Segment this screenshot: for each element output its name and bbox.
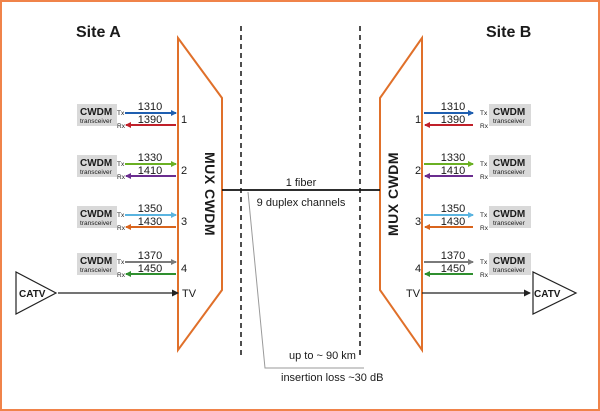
- transceiver-subtitle: transceiver: [80, 267, 113, 274]
- rx-wavelength: 1430: [441, 216, 465, 228]
- tx-label: Tx: [117, 212, 125, 219]
- tx-wavelength: 1310: [138, 101, 162, 113]
- tx-wavelength: 1370: [138, 250, 162, 262]
- tx-label: Tx: [480, 110, 488, 117]
- transceiver-title: CWDM: [80, 209, 112, 220]
- rx-label: Rx: [117, 225, 126, 232]
- tx-wavelength: 1330: [441, 152, 465, 164]
- tx-label: Tx: [480, 259, 488, 266]
- tx-wavelength: 1330: [138, 152, 162, 164]
- transceiver-box: [489, 206, 531, 228]
- transceiver-subtitle: transceiver: [80, 169, 113, 176]
- transceiver-box: [77, 253, 117, 275]
- transceiver-title: CWDM: [80, 158, 112, 169]
- fiber-channels-label: 9 duplex channels: [257, 197, 346, 209]
- rx-wavelength: 1390: [138, 114, 162, 126]
- tx-label: Tx: [117, 161, 125, 168]
- rx-label: Rx: [117, 174, 126, 181]
- catv-b-triangle: [532, 271, 578, 315]
- transceiver-title: CWDM: [80, 107, 112, 118]
- tx-wavelength: 1350: [138, 203, 162, 215]
- tx-label: Tx: [480, 161, 488, 168]
- tv-port-b: TV: [406, 288, 421, 300]
- mux-b: [379, 34, 423, 354]
- tx-wavelength: 1350: [441, 203, 465, 215]
- catv-b-label: CATV: [534, 289, 561, 300]
- rx-label: Rx: [480, 174, 489, 181]
- site-b-label: Site B: [486, 24, 531, 41]
- transceiver-box: [489, 253, 531, 275]
- transceiver-box: [77, 206, 117, 228]
- rx-label: Rx: [117, 272, 126, 279]
- port-number: 3: [181, 216, 187, 228]
- port-number: 3: [415, 216, 421, 228]
- port-number: 4: [181, 263, 187, 275]
- tx-wavelength: 1310: [441, 101, 465, 113]
- transceiver-title: CWDM: [493, 158, 525, 169]
- mux-a: [177, 34, 223, 354]
- mux-a-label: MUX CWDM: [202, 152, 218, 236]
- port-number: 4: [415, 263, 421, 275]
- site-b-channels: 113101390TxRxCWDMtransceiver213301410TxR…: [415, 101, 531, 279]
- tv-port-a: TV: [182, 288, 197, 300]
- transceiver-subtitle: transceiver: [80, 220, 113, 227]
- rx-wavelength: 1390: [441, 114, 465, 126]
- site-a-label: Site A: [76, 24, 121, 41]
- rx-label: Rx: [480, 225, 489, 232]
- distance-callout-line: [247, 191, 364, 369]
- transceiver-subtitle: transceiver: [493, 220, 526, 227]
- catv-a-label: CATV: [19, 289, 46, 300]
- rx-wavelength: 1410: [138, 165, 162, 177]
- transceiver-title: CWDM: [493, 107, 525, 118]
- port-number: 1: [181, 114, 187, 126]
- rx-wavelength: 1450: [138, 263, 162, 275]
- transceiver-box: [489, 155, 531, 177]
- tx-label: Tx: [117, 259, 125, 266]
- transceiver-title: CWDM: [80, 256, 112, 267]
- tx-label: Tx: [480, 212, 488, 219]
- transceiver-box: [489, 104, 531, 126]
- mux-b-label: MUX CWDM: [385, 152, 401, 236]
- rx-wavelength: 1430: [138, 216, 162, 228]
- fiber-label: 1 fiber: [286, 177, 317, 189]
- transceiver-box: [77, 104, 117, 126]
- port-number: 1: [415, 114, 421, 126]
- rx-wavelength: 1450: [441, 263, 465, 275]
- rx-wavelength: 1410: [441, 165, 465, 177]
- transceiver-subtitle: transceiver: [493, 118, 526, 125]
- tx-label: Tx: [117, 110, 125, 117]
- catv-a-triangle: [15, 271, 58, 315]
- rx-label: Rx: [117, 123, 126, 130]
- transceiver-subtitle: transceiver: [493, 267, 526, 274]
- port-number: 2: [415, 165, 421, 177]
- transceiver-subtitle: transceiver: [493, 169, 526, 176]
- distance-label: up to ~ 90 km: [289, 350, 356, 362]
- rx-label: Rx: [480, 123, 489, 130]
- transceiver-subtitle: transceiver: [80, 118, 113, 125]
- transceiver-title: CWDM: [493, 209, 525, 220]
- insertion-loss-label: insertion loss ~30 dB: [281, 372, 383, 384]
- transceiver-box: [77, 155, 117, 177]
- tx-wavelength: 1370: [441, 250, 465, 262]
- rx-label: Rx: [480, 272, 489, 279]
- port-number: 2: [181, 165, 187, 177]
- transceiver-title: CWDM: [493, 256, 525, 267]
